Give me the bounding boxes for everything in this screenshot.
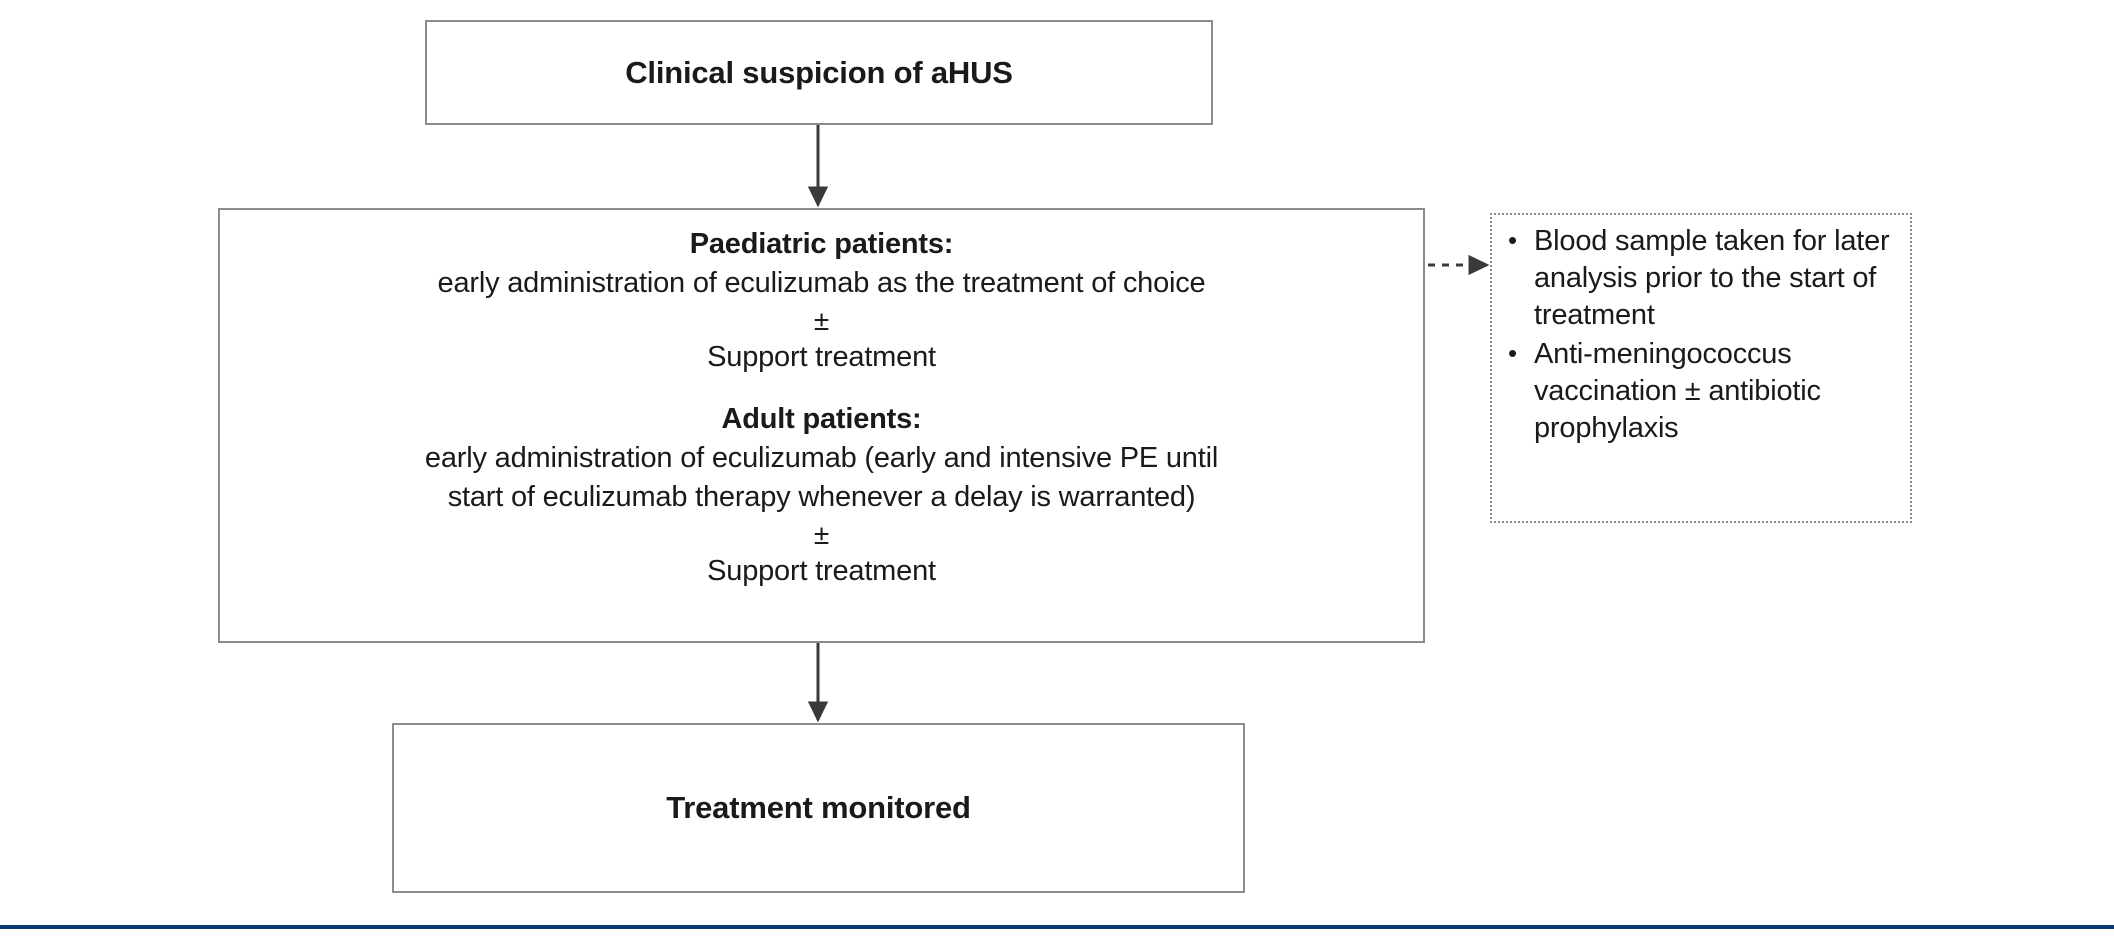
list-item: • Blood sample taken for later analysis …: [1508, 223, 1900, 334]
node-clinical-suspicion-label: Clinical suspicion of aHUS: [625, 54, 1013, 90]
node-pre-treatment-notes: • Blood sample taken for later analysis …: [1490, 213, 1912, 523]
paediatric-line-1: early administration of eculizumab as th…: [437, 267, 1206, 299]
note-item-text: Blood sample taken for later analysis pr…: [1534, 225, 1890, 331]
node-treatment-options: Paediatric patients: early administratio…: [218, 208, 1425, 643]
list-item: • Anti-meningococcus vaccination ± antib…: [1508, 336, 1900, 447]
node-treatment-monitored: Treatment monitored: [392, 723, 1245, 893]
paediatric-line-2: Support treatment: [707, 341, 936, 373]
adult-plusminus: ±: [813, 519, 830, 550]
bullet-icon: •: [1508, 338, 1517, 368]
adult-line-2: start of eculizumab therapy whenever a d…: [447, 481, 1196, 513]
adult-heading: Adult patients:: [721, 403, 922, 435]
note-bullet-list: • Blood sample taken for later analysis …: [1496, 223, 1900, 447]
adult-line-1: early administration of eculizumab (earl…: [424, 442, 1219, 474]
node-treatment-monitored-label: Treatment monitored: [666, 790, 971, 825]
group-paediatric-patients: Paediatric patients: early administratio…: [220, 224, 1423, 377]
bullet-icon: •: [1508, 225, 1517, 255]
group-adult-patients: Adult patients: early administration of …: [220, 399, 1423, 591]
note-item-text: Anti-meningococcus vaccination ± antibio…: [1534, 338, 1821, 444]
node-clinical-suspicion: Clinical suspicion of aHUS: [425, 20, 1213, 125]
paediatric-heading: Paediatric patients:: [689, 228, 954, 260]
paediatric-plusminus: ±: [813, 305, 830, 336]
adult-line-3: Support treatment: [707, 555, 936, 587]
footer-divider: [0, 925, 2114, 929]
